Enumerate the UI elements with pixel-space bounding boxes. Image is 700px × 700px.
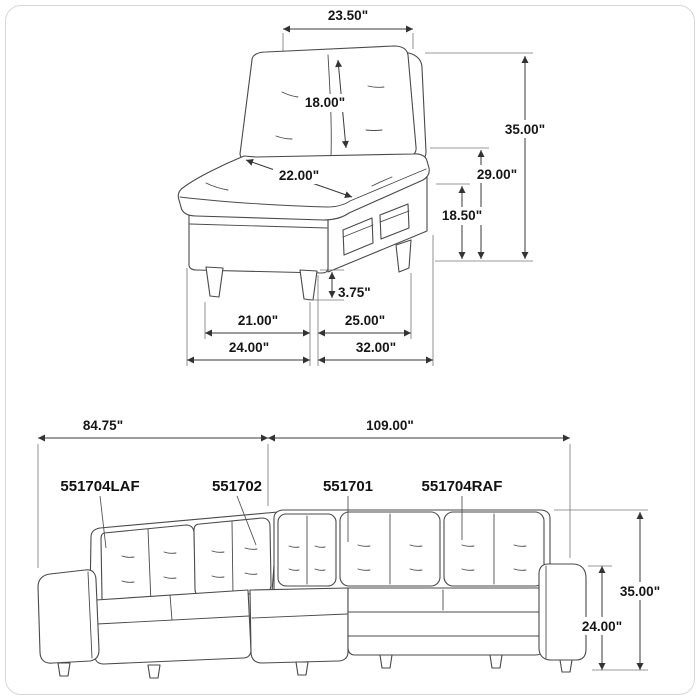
dim-seat-cushion-depth: 22.00" [279,168,319,183]
dim-left-length: 84.75" [83,418,123,433]
dim-right-length: 109.00" [366,418,414,433]
dim-seat-width: 21.00" [238,313,278,328]
part-label-551701: 551701 [323,478,373,495]
sectional-sofa-drawing [37,509,587,679]
dim-overall-height: 35.00" [505,122,545,137]
chair-dimensions: 23.50" 18.00" 22.00" 35.00" 29.00" 18.50… [186,8,551,366]
dim-sectional-overall-height: 35.00" [620,584,660,599]
dim-top-width: 23.50" [328,8,368,23]
part-label-551704raf: 551704RAF [422,478,503,495]
sectional-dimensions: 84.75" 109.00" 35.00" 24.00" 551704LAF 5… [37,418,666,671]
dim-inner-depth: 25.00" [345,313,385,328]
armless-chair-drawing [177,45,430,301]
dim-back-height: 29.00" [477,167,517,182]
part-label-551704laf: 551704LAF [60,478,139,495]
dim-overall-width: 24.00" [229,340,269,355]
dim-back-cushion-height: 18.00" [305,95,345,110]
dim-overall-depth: 32.00" [356,340,396,355]
dim-leg-height: 3.75" [338,285,371,300]
dim-arm-height: 24.00" [582,619,622,634]
part-label-551702: 551702 [212,478,262,495]
dim-seat-height: 18.50" [442,208,482,223]
